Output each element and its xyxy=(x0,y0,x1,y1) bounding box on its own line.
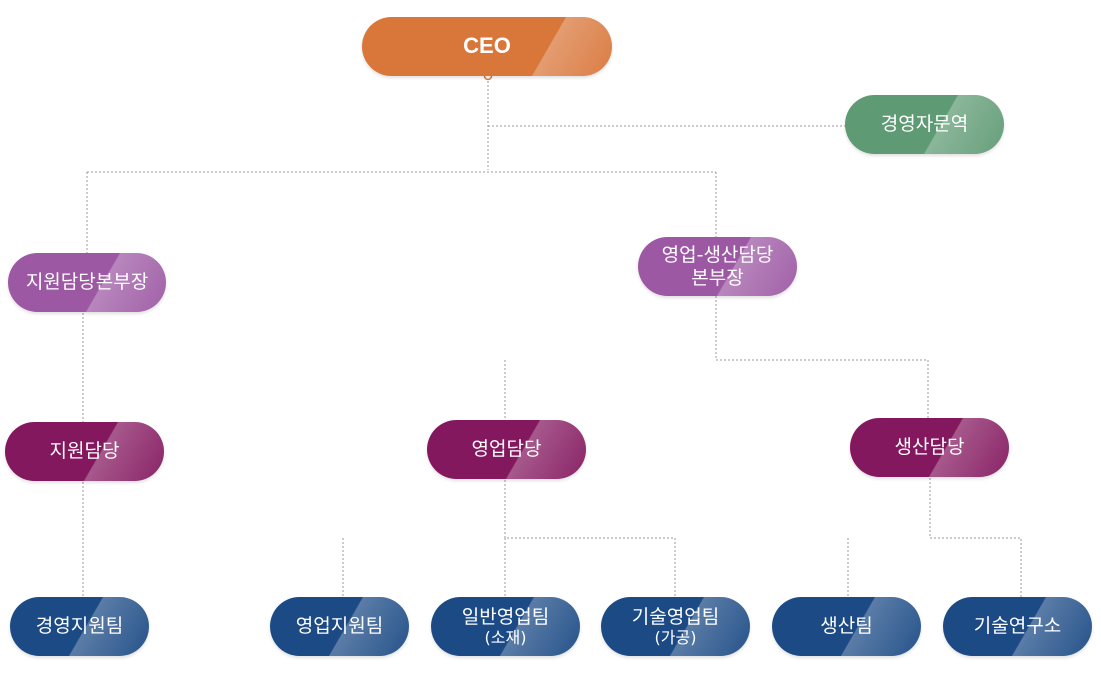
team-general-sales-sub: (소재) xyxy=(484,628,527,648)
team-research-node[interactable]: 기술연구소 xyxy=(943,597,1092,656)
sales-prod-head-label-line1: 영업-생산담당 xyxy=(661,243,774,266)
sales-prod-head-node[interactable]: 영업-생산담당 본부장 xyxy=(638,237,797,296)
sales-manager-node[interactable]: 영업담당 xyxy=(427,420,586,479)
support-manager-node[interactable]: 지원담당 xyxy=(5,422,164,481)
advisor-label: 경영자문역 xyxy=(880,113,969,136)
team-tech-sales-sub: (가공) xyxy=(654,628,697,648)
team-tech-sales-node[interactable]: 기술영업팀 (가공) xyxy=(601,597,750,656)
connector-sales-teams xyxy=(342,480,676,598)
team-sales-support-node[interactable]: 영업지원팀 xyxy=(270,597,409,656)
ceo-label: CEO xyxy=(463,33,511,59)
support-manager-label: 지원담당 xyxy=(49,440,120,463)
team-production-label: 생산팀 xyxy=(820,615,873,638)
team-research-label: 기술연구소 xyxy=(973,615,1062,638)
advisor-node[interactable]: 경영자문역 xyxy=(845,95,1004,154)
ceo-node[interactable]: CEO xyxy=(362,17,612,76)
sales-manager-label: 영업담당 xyxy=(471,438,542,461)
team-management-support-label: 경영지원팀 xyxy=(35,615,124,638)
support-head-label: 지원담당본부장 xyxy=(25,271,149,294)
team-general-sales-label: 일반영업팀 xyxy=(461,605,550,628)
connector-prod-teams xyxy=(847,478,1022,598)
team-management-support-node[interactable]: 경영지원팀 xyxy=(10,597,149,656)
team-production-node[interactable]: 생산팀 xyxy=(772,597,921,656)
connector-sales-prod-down xyxy=(504,296,929,420)
team-sales-support-label: 영업지원팀 xyxy=(295,615,384,638)
team-general-sales-node[interactable]: 일반영업팀 (소재) xyxy=(431,597,580,656)
support-head-node[interactable]: 지원담당본부장 xyxy=(8,253,166,312)
production-manager-node[interactable]: 생산담당 xyxy=(850,418,1009,477)
sales-prod-head-label-line2: 본부장 xyxy=(691,266,744,289)
production-manager-label: 생산담당 xyxy=(894,436,965,459)
team-tech-sales-label: 기술영업팀 xyxy=(631,605,720,628)
